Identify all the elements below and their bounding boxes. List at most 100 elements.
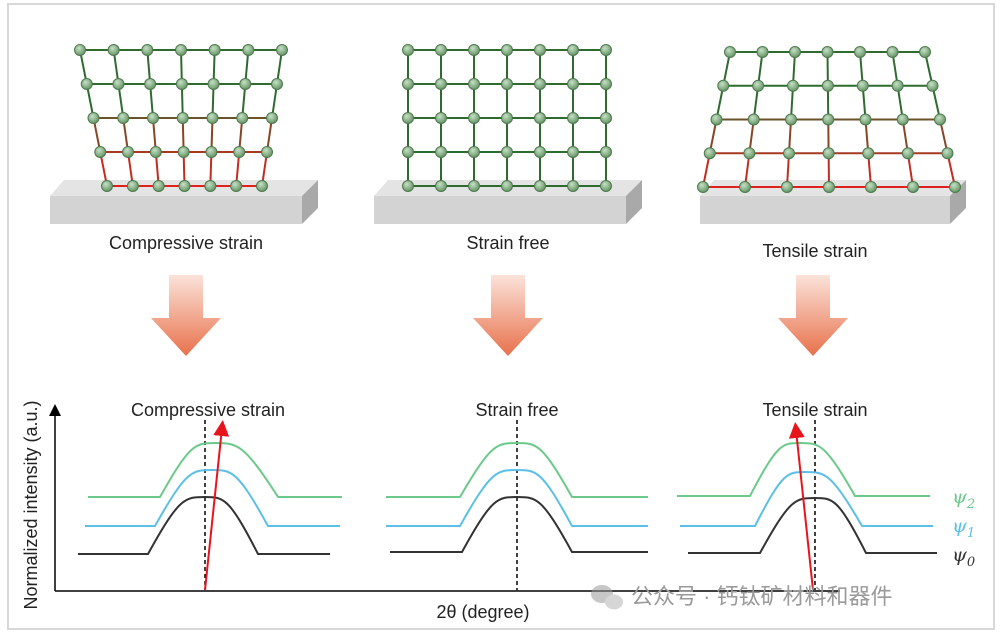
atom	[147, 112, 159, 124]
atom	[891, 79, 904, 92]
lattice-label-free: Strain free	[466, 233, 549, 253]
atom	[743, 147, 756, 160]
plot-title-compressive: Compressive strain	[131, 400, 285, 420]
atom	[901, 147, 914, 160]
atom	[600, 44, 612, 56]
atom	[862, 147, 875, 160]
curve-psi2-free	[386, 441, 648, 498]
atom	[789, 46, 801, 58]
atom	[501, 78, 513, 90]
atom	[934, 113, 946, 126]
atom	[402, 112, 414, 124]
atom	[204, 180, 217, 192]
atom	[823, 181, 835, 193]
atom	[271, 78, 283, 90]
atom	[501, 112, 513, 124]
atom	[468, 180, 480, 192]
down-arrow-tensile	[778, 275, 848, 356]
atom	[600, 180, 612, 192]
atom	[739, 181, 751, 193]
atom	[149, 146, 162, 158]
atom	[230, 180, 243, 192]
atom	[710, 113, 723, 126]
atom	[907, 181, 919, 193]
atom	[112, 78, 125, 90]
atom	[534, 44, 546, 56]
atom	[141, 44, 154, 56]
atom	[941, 147, 954, 160]
atom	[886, 46, 899, 58]
atom	[402, 146, 414, 158]
legend-psi1: ψ1	[952, 515, 975, 541]
atom	[724, 46, 736, 58]
curve-psi1-free	[386, 468, 648, 527]
atom	[80, 78, 93, 90]
atom	[152, 180, 165, 192]
atom	[276, 44, 288, 56]
atom	[236, 112, 249, 124]
atom	[435, 78, 447, 90]
atom	[261, 146, 273, 158]
atom	[239, 78, 252, 90]
curve-psi2-compressive	[88, 441, 342, 498]
curve-psi1-tensile	[680, 470, 933, 527]
curve-psi2-tensile	[677, 441, 930, 497]
plot-title-free: Strain free	[475, 400, 558, 420]
substrate-front	[700, 196, 950, 224]
substrate-front	[50, 196, 302, 224]
atom	[896, 113, 909, 126]
legend-psi0: ψ0	[952, 544, 975, 570]
atom	[926, 79, 939, 92]
atom	[822, 147, 835, 160]
substrate-side	[626, 180, 642, 224]
atom	[468, 78, 480, 90]
atom	[859, 113, 872, 126]
substrate-side	[950, 180, 966, 224]
atom	[534, 78, 546, 90]
down-arrow-compressive	[151, 275, 221, 356]
atom	[756, 46, 769, 58]
atom	[856, 79, 869, 92]
atom	[176, 112, 189, 124]
atom	[435, 112, 447, 124]
atom	[501, 146, 513, 158]
atom	[821, 46, 834, 58]
atom	[206, 112, 219, 124]
plot-title-tensile: Tensile strain	[762, 400, 867, 420]
atom	[205, 146, 218, 158]
atom	[122, 146, 135, 158]
atom	[468, 112, 480, 124]
atom	[177, 146, 190, 158]
atom	[208, 44, 221, 56]
atom	[175, 44, 187, 56]
atom	[435, 180, 447, 192]
atom	[822, 113, 835, 126]
substrate-front	[374, 196, 626, 224]
atom	[178, 180, 191, 192]
atom	[402, 44, 414, 56]
substrate-side	[302, 180, 318, 224]
atom	[144, 78, 157, 90]
atom	[468, 146, 480, 158]
atom	[783, 147, 795, 160]
x-axis-label: 2θ (degree)	[436, 602, 529, 622]
peak-shift-arrow-tensile	[788, 422, 814, 591]
legend: ψ2 ψ1 ψ0	[952, 486, 975, 570]
atom	[865, 181, 877, 193]
lattice-tensile	[697, 46, 966, 224]
atom	[101, 180, 113, 192]
atom	[781, 181, 793, 193]
atom	[949, 181, 961, 193]
atom	[703, 147, 716, 160]
wechat-icon	[591, 585, 623, 610]
atom	[747, 113, 760, 126]
atom	[256, 180, 268, 192]
atom	[567, 44, 579, 56]
atom	[567, 78, 579, 90]
atom	[266, 112, 278, 124]
atom	[87, 112, 100, 124]
atom	[600, 146, 612, 158]
atom	[107, 44, 120, 56]
atom	[567, 180, 579, 192]
atom	[697, 181, 709, 193]
